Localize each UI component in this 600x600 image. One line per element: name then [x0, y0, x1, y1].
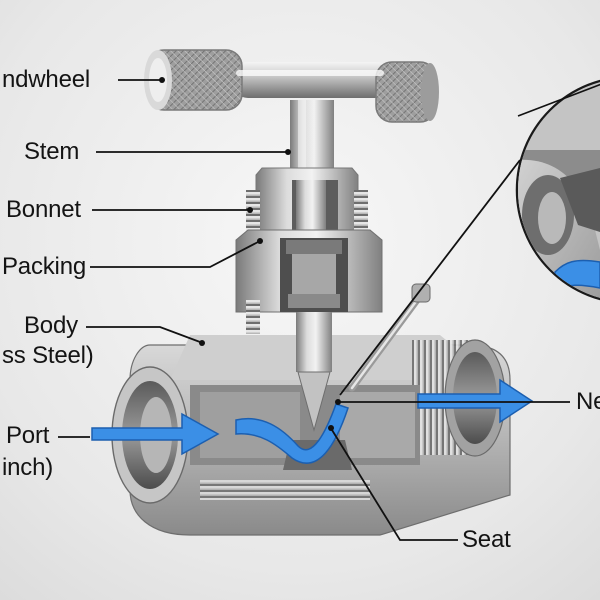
leader-lines [58, 77, 570, 541]
label-stem: Stem [24, 138, 80, 165]
zoom-inset [515, 78, 600, 302]
leader-packing [90, 241, 259, 268]
indicator-rod [348, 283, 431, 392]
label-needle: Ne [576, 388, 600, 415]
flow-arrow-icon [91, 378, 534, 464]
label-body: Body [24, 312, 78, 339]
label-handwheel: ndwheel [2, 66, 91, 93]
packing [235, 229, 383, 334]
label-port: Port [6, 422, 50, 449]
label-port-size: inch) [2, 454, 54, 481]
leader-body [86, 326, 201, 343]
leader-zoom [339, 159, 521, 396]
inset-leader-top [517, 83, 600, 117]
label-bonnet: Bonnet [6, 196, 81, 223]
label-body-material: ss Steel) [2, 342, 94, 369]
needle-tip [296, 312, 332, 432]
leader-seat [331, 429, 458, 541]
label-packing: Packing [2, 253, 86, 280]
handwheel [144, 49, 439, 123]
label-seat: Seat [462, 526, 511, 553]
